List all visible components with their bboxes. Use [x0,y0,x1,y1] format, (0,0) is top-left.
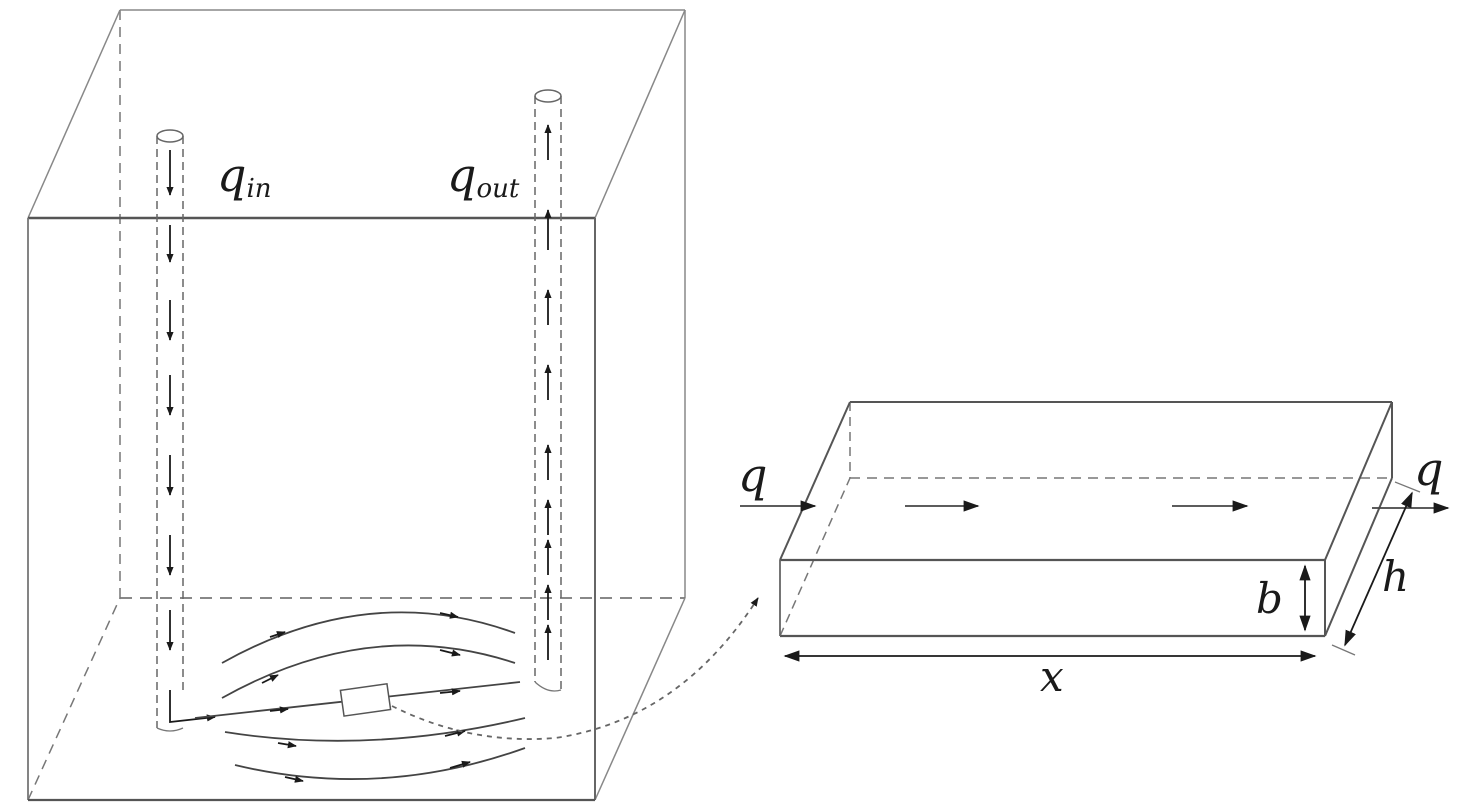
zoom-callout-curve [391,597,759,740]
label-aperture-b: b [1256,574,1283,623]
dimension-h [1331,481,1421,656]
label-q-in-main: q [217,148,247,202]
label-q-in: qin [217,152,272,202]
injection-well [156,129,216,732]
label-q-inlet: q [738,448,768,502]
label-q-outlet: q [1414,442,1444,496]
element-flow-arrows [740,500,1450,514]
label-height-h: h [1382,552,1410,601]
production-well [534,89,562,692]
label-q-out-sub: out [476,174,520,204]
rock-block [27,9,686,802]
label-q-out: qout [447,152,519,202]
label-q-in-sub: in [246,174,272,204]
fracture-element-box [339,682,392,717]
label-q-out-main: q [447,148,477,202]
label-length-x: x [1040,652,1064,701]
fracture-element-zoom [779,401,1393,638]
